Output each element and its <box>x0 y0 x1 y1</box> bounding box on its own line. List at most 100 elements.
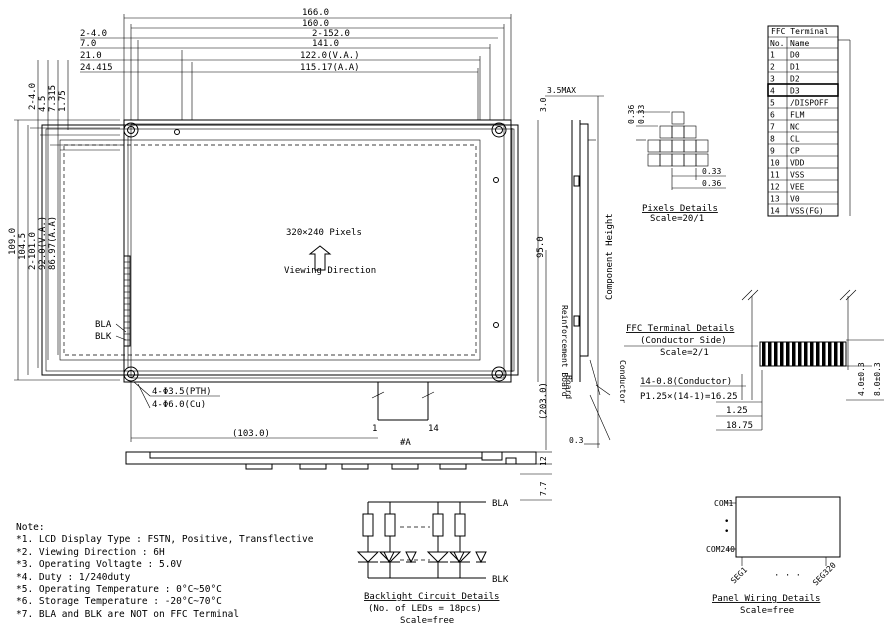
dim-92: 92.0(V.A.) <box>38 216 48 270</box>
note-5: *5. Operating Temperature : 0°C~50°C <box>16 584 222 596</box>
notes-heading: Note: <box>16 522 45 533</box>
led-icon <box>475 551 487 564</box>
bottom-profile: 12 7.7 <box>125 451 552 501</box>
mounting-hole-br <box>491 366 507 382</box>
panel-wiring: COM1 COM240 • • SEG1 SEG320 · · · Panel … <box>706 496 841 616</box>
ffc-row-name: /DISPOFF <box>790 99 829 108</box>
dim-166: 166.0 <box>302 8 329 18</box>
viewing-direction-arrow-icon <box>308 245 332 271</box>
note-4: *4. Duty : 1/240duty <box>16 571 131 583</box>
ffc-row-no: 11 <box>770 171 780 180</box>
resistor <box>362 513 374 537</box>
com1-label: COM1 <box>714 499 733 508</box>
ffc-conductor <box>834 342 838 366</box>
pixel-dim-0-33-v: 0.33 <box>637 105 646 124</box>
resistor <box>432 513 444 537</box>
note-1: *1. LCD Display Type : FSTN, Positive, T… <box>16 534 314 546</box>
dim-95: 95.0 <box>536 236 546 258</box>
dim-160: 160.0 <box>302 19 329 29</box>
ffc-conductor <box>804 342 808 366</box>
backlight-bla-label: BLA <box>492 499 509 509</box>
ffc-conductor <box>810 342 814 366</box>
component-height-label: Component Height <box>605 213 615 300</box>
pixel-details-scale: Scale=20/1 <box>650 214 704 224</box>
dim-24: 24.415 <box>80 63 113 73</box>
resistor <box>454 513 466 537</box>
dim-2-152: 2-152.0 <box>312 29 350 39</box>
hole-pth-callout: 4-Φ3.5(PTH) <box>152 387 212 397</box>
ffc-row-no: 6 <box>770 111 775 120</box>
ffc-conductor <box>840 342 844 366</box>
viewing-direction-label: Viewing Direction <box>284 266 376 276</box>
dim-7-315: 7.315 <box>48 85 58 112</box>
conductor-label: Conductor <box>618 360 627 404</box>
dim-2-4: 2-4.0 <box>80 29 107 39</box>
dim-109: 109.0 <box>8 228 18 255</box>
ffc-row-no: 8 <box>770 135 775 144</box>
dim-3-0: 3.0 <box>539 97 548 112</box>
ffc-row-name: FLM <box>790 111 805 120</box>
ffc-table-title: FFC Terminal <box>771 27 829 36</box>
ffc-row-no: 2 <box>770 63 775 72</box>
notes-block: Note: *1. LCD Display Type : FSTN, Posit… <box>16 522 313 621</box>
dim-122: 122.0(V.A.) <box>300 51 360 61</box>
ffc-row-name: V0 <box>790 195 800 204</box>
note-3: *3. Operating Voltagte : 5.0V <box>16 559 182 571</box>
ffc-row-no: 10 <box>770 159 780 168</box>
pixel-dim-0-36-v: 0.36 <box>627 105 636 124</box>
ffc-conductors <box>762 342 844 366</box>
dim-2-101: 2-101.0 <box>28 232 38 270</box>
ffc-conductor <box>828 342 832 366</box>
ffc-row-name: D1 <box>790 63 800 72</box>
ffc-row-name: VSS <box>790 171 805 180</box>
connector-pins <box>123 255 131 347</box>
ffc-dim-4-0: 4.0±0.3 <box>857 362 866 396</box>
ffc-row-no: 3 <box>770 75 775 84</box>
ffc-row-name: D3 <box>790 87 800 96</box>
ffc-row-name: VEE <box>790 183 805 192</box>
ffc-conductor <box>768 342 772 366</box>
mounting-hole-tr <box>491 122 507 138</box>
ffc-table-header-no: No. <box>770 39 784 48</box>
ffc-conductor <box>816 342 820 366</box>
ffc-details-subtitle: (Conductor Side) <box>640 336 727 346</box>
dim-7-7: 7.7 <box>539 481 548 496</box>
mounting-hole-bl <box>123 366 139 382</box>
lcd-module-front-view: BLA BLK 320×240 Pixels Viewing Direction… <box>41 119 519 410</box>
ffc-tail: 1 14 #A (103.0) <box>130 382 439 448</box>
dim-7: 7.0 <box>80 39 96 49</box>
backlight-subtitle: (No. of LEDs = 18pcs) <box>368 604 482 614</box>
top-dimensions: 166.0 160.0 2-152.0 2-4.0 141.0 7.0 122.… <box>80 8 512 120</box>
pixel-dim-0-36-h: 0.36 <box>702 179 721 188</box>
ffc-row-no: 1 <box>770 51 775 60</box>
ffc-details-title: FFC Terminal Details <box>626 324 734 334</box>
led-icon <box>426 551 450 563</box>
hole-cu-callout: 4-Φ6.0(Cu) <box>152 400 206 410</box>
ffc-row-no: 13 <box>770 195 780 204</box>
ffc-conductor <box>762 342 766 366</box>
ffc-conductor <box>786 342 790 366</box>
side-view: 3.5MAX 3.0 Component Height 95.0 (203.0)… <box>536 86 627 450</box>
ffc-row-no: 5 <box>770 99 775 108</box>
led-icon <box>356 551 380 563</box>
ffc-conductor <box>780 342 784 366</box>
dim-104: 104.5 <box>18 233 28 260</box>
backlight-blk-label: BLK <box>492 575 509 585</box>
com-ellipsis-2: • <box>724 527 729 537</box>
led-icon <box>378 551 402 563</box>
ffc-row-name: CL <box>790 135 800 144</box>
ffc-table-header-name: Name <box>790 39 809 48</box>
ffc-row-no: 12 <box>770 183 780 192</box>
dim-0-3: 0.3 <box>569 436 584 445</box>
backlight-title: Backlight Circuit Details <box>364 592 499 602</box>
ffc-terminal-details: FFC Terminal Details (Conductor Side) Sc… <box>624 289 884 431</box>
ffc-row-no: 7 <box>770 123 775 132</box>
dim-12: 12 <box>539 456 548 466</box>
dim-4-5: 4.5 <box>38 96 48 112</box>
bla-pin-label: BLA <box>95 320 112 330</box>
led-strings <box>356 502 487 578</box>
left-dimensions: 109.0 104.5 2-101.0 2-4.0 92.0(V.A.) 4.5… <box>8 60 120 381</box>
blk-pin-label: BLK <box>95 332 112 342</box>
